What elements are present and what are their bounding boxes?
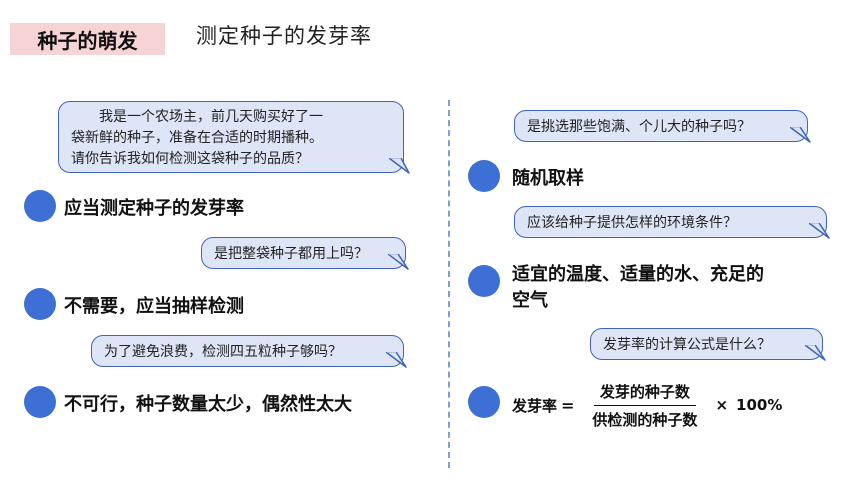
answer-text: 不可行，种子数量太少，偶然性太大 <box>64 394 352 415</box>
question-bubble: 是把整袋种子都用上吗？ <box>201 237 409 270</box>
bubble-tail-icon <box>805 345 826 361</box>
question-line: 请你告诉我如何检测这袋种子的品质？ <box>71 151 309 167</box>
formula-lhs: 发芽率 <box>512 396 558 415</box>
bullet-dot-icon <box>468 386 500 418</box>
question-line: 我是一个农场主，前几天购买好了一 <box>99 109 323 125</box>
bubble-tail-icon <box>386 352 407 368</box>
question-bubble: 应该给种子提供怎样的环境条件？ <box>514 206 830 239</box>
question-text: 为了避免浪费，检测四五粒种子够吗？ <box>104 344 342 360</box>
question-bubble: 是挑选那些饱满、个儿大的种子吗？ <box>514 110 811 143</box>
bullet-dot-icon <box>468 160 500 192</box>
bullet-dot-icon <box>468 265 500 297</box>
bubble-tail-icon <box>388 254 409 270</box>
question-bubble-farmer: 我是一个农场主，前几天购买好了一 袋新鲜的种子，准备在合适的时期播种。 请你告诉… <box>58 101 410 174</box>
question-text: 是把整袋种子都用上吗？ <box>214 246 368 262</box>
formula-numerator: 发芽的种子数 <box>593 381 696 406</box>
page-title: 测定种子的发芽率 <box>196 24 372 48</box>
formula-percent: 100% <box>736 396 783 414</box>
answer-line: 空气 <box>512 290 548 311</box>
bubble-tail-icon <box>790 127 811 143</box>
question-text: 是挑选那些饱满、个儿大的种子吗？ <box>527 119 751 135</box>
bullet-dot-icon <box>24 190 56 222</box>
answer-line: 适宜的温度、适量的水、充足的 <box>512 264 764 285</box>
bullet-dot-icon <box>24 288 56 320</box>
formula-equals: = <box>561 395 575 415</box>
formula-times: × <box>715 396 729 414</box>
section-tag: 种子的萌发 <box>10 23 165 55</box>
question-text: 发芽率的计算公式是什么？ <box>603 337 771 353</box>
bullet-dot-icon <box>24 386 56 418</box>
answer-text: 适宜的温度、适量的水、充足的 空气 <box>512 262 764 314</box>
question-bubble: 为了避免浪费，检测四五粒种子够吗？ <box>91 335 407 368</box>
question-text: 应该给种子提供怎样的环境条件？ <box>527 215 737 231</box>
answer-text: 不需要，应当抽样检测 <box>64 296 244 317</box>
column-divider <box>448 100 450 468</box>
formula-denominator: 供检测的种子数 <box>592 410 698 429</box>
bubble-tail-icon <box>389 158 410 174</box>
answer-text: 应当测定种子的发芽率 <box>64 198 244 219</box>
answer-text: 随机取样 <box>512 168 584 189</box>
formula-fraction: 发芽的种子数 供检测的种子数 <box>586 381 703 430</box>
bubble-tail-icon <box>809 223 830 239</box>
germination-rate-formula: 发芽率 = 发芽的种子数 供检测的种子数 × 100% <box>512 380 786 430</box>
question-line: 袋新鲜的种子，准备在合适的时期播种。 <box>71 130 323 146</box>
question-bubble: 发芽率的计算公式是什么？ <box>590 328 826 361</box>
